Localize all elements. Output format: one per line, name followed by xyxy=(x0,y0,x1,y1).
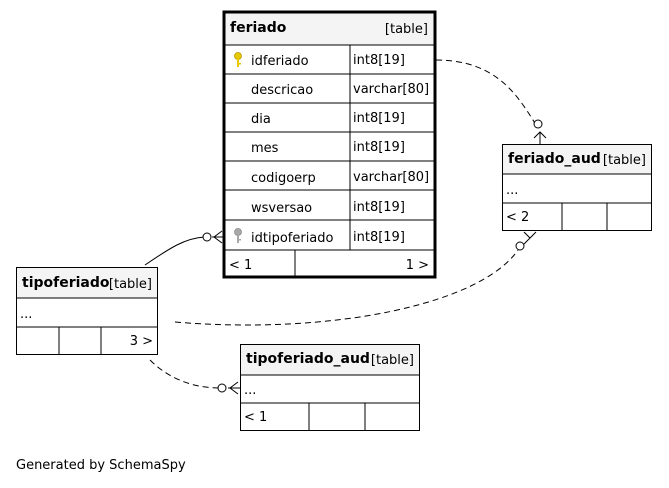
column-row: idtipoferiado int8[19] xyxy=(251,230,405,246)
column-type: int8[19] xyxy=(353,53,405,68)
table-type: [table] xyxy=(371,353,414,368)
children-count: 1 > xyxy=(406,258,429,273)
table-header xyxy=(225,13,434,45)
column-type: int8[19] xyxy=(353,111,405,126)
parents-count: < 1 xyxy=(244,410,267,425)
primary-key-icon xyxy=(234,52,242,67)
column-type: int8[19] xyxy=(353,140,405,155)
column-type: int8[19] xyxy=(353,200,405,215)
columns-ellipsis: ... xyxy=(506,183,518,198)
parents-count: < 2 xyxy=(506,210,529,225)
column-row: dia int8[19] xyxy=(251,111,405,127)
relationship-tipoferiado-tipoferiado-aud xyxy=(149,359,240,395)
relationship-feriado-feriado-aud xyxy=(435,59,547,144)
table-tipoferiado[interactable]: tipoferiado [table] ... 3 > xyxy=(16,267,158,355)
children-count: 3 > xyxy=(130,334,153,349)
column-type: varchar[80] xyxy=(353,170,429,185)
table-feriado-aud[interactable]: feriado_aud [table] ... < 2 xyxy=(502,144,652,231)
table-name: tipoferiado xyxy=(22,275,110,291)
parents-count: < 1 xyxy=(229,258,252,273)
column-name: dia xyxy=(251,112,271,127)
column-name: descricao xyxy=(251,83,313,98)
table-header xyxy=(241,345,419,375)
table-name: feriado_aud xyxy=(508,151,601,167)
table-header xyxy=(17,268,157,298)
column-name: idtipoferiado xyxy=(251,231,334,246)
table-name: tipoferiado_aud xyxy=(246,351,370,367)
table-type: [table] xyxy=(385,22,428,37)
column-name: codigoerp xyxy=(251,171,316,186)
generated-by-footer: Generated by SchemaSpy xyxy=(16,458,186,473)
relationship-tipoferiado-feriado-aud xyxy=(174,231,537,326)
table-tipoferiado-aud[interactable]: tipoferiado_aud [table] ... < 1 xyxy=(240,344,420,431)
table-name: feriado xyxy=(230,20,287,36)
table-feriado[interactable]: feriado [table] idferiado int8[19] descr… xyxy=(222,10,437,279)
relationship-tipoferiado-feriado xyxy=(144,230,224,266)
column-name: idferiado xyxy=(251,54,309,69)
column-row: mes int8[19] xyxy=(251,140,405,156)
foreign-key-icon xyxy=(234,228,242,243)
column-row: idferiado int8[19] xyxy=(251,53,405,69)
column-name: mes xyxy=(251,141,279,156)
column-type: varchar[80] xyxy=(353,82,429,97)
table-type: [table] xyxy=(109,277,152,292)
columns-ellipsis: ... xyxy=(20,307,32,322)
table-type: [table] xyxy=(603,153,646,168)
table-header xyxy=(503,145,651,174)
column-row: descricao varchar[80] xyxy=(251,82,429,98)
column-row: wsversao int8[19] xyxy=(251,200,405,216)
column-type: int8[19] xyxy=(353,230,405,245)
column-name: wsversao xyxy=(251,201,312,216)
columns-ellipsis: ... xyxy=(244,383,256,398)
column-row: codigoerp varchar[80] xyxy=(251,170,429,186)
